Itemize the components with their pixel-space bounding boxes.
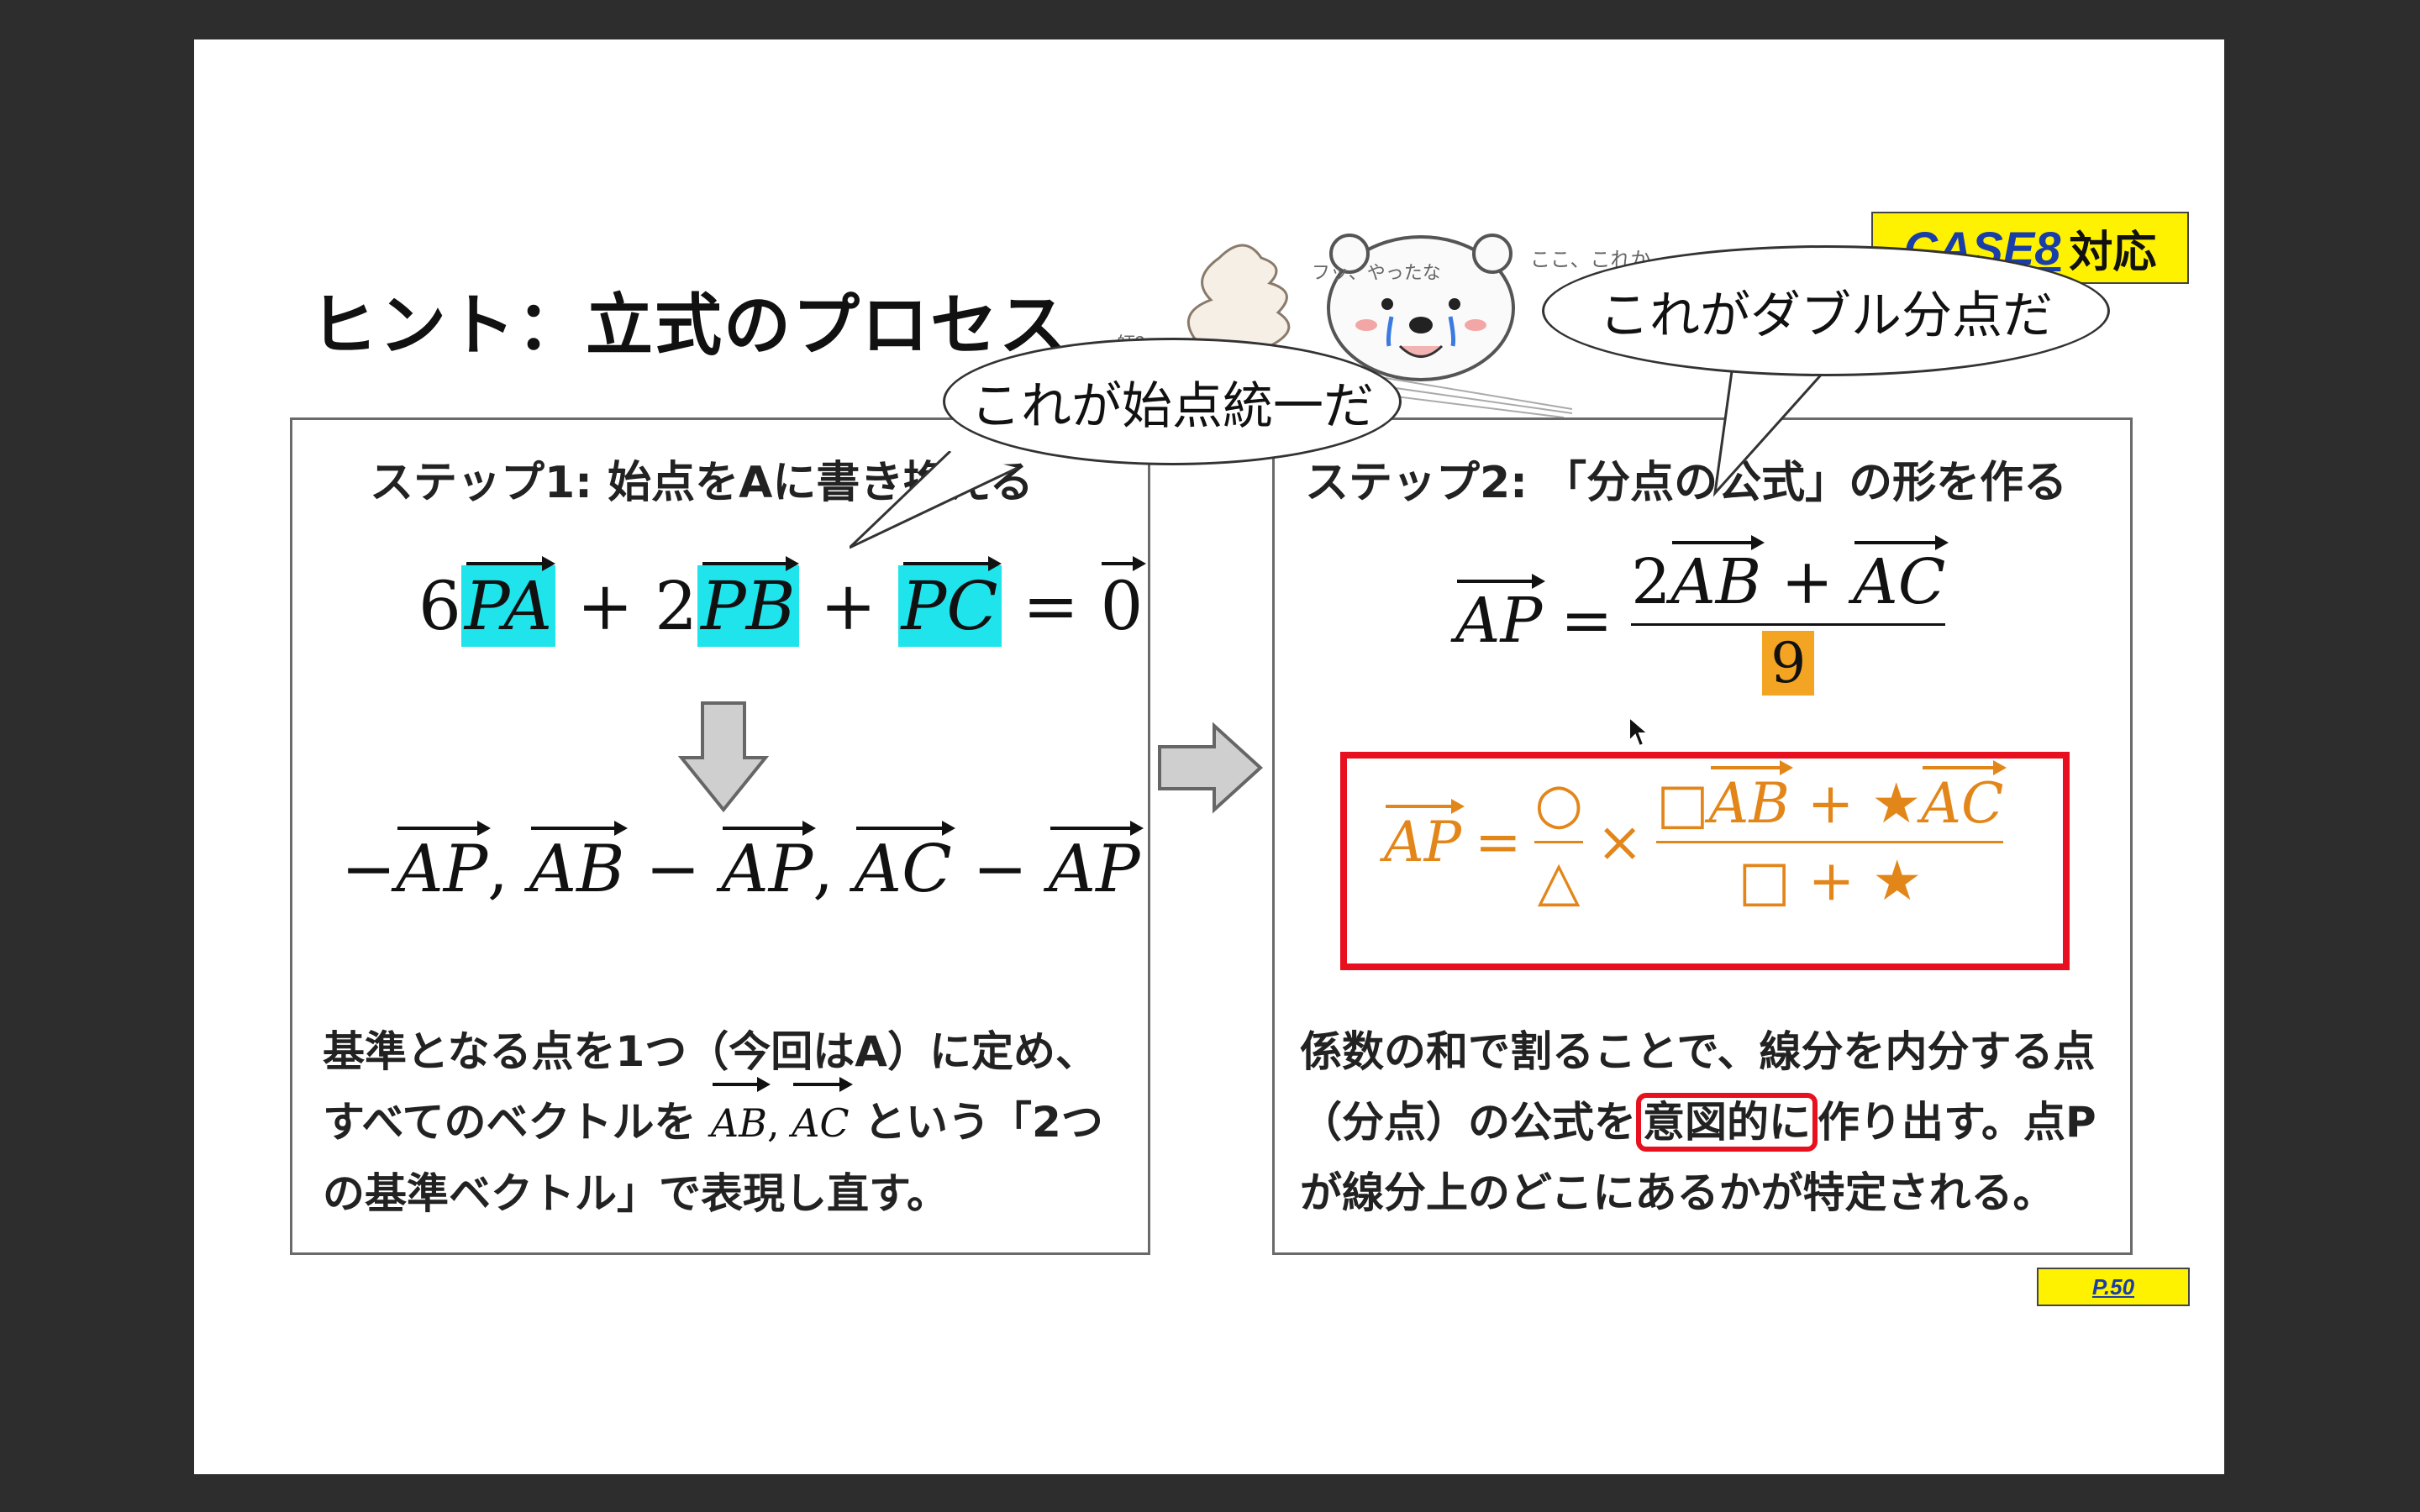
- g-times: ×: [1596, 810, 1644, 874]
- step2-panel: ステップ2: 「分点の公式」の形を作る AP = 2AB + AC 9 AP =…: [1272, 417, 2133, 1255]
- inline-sep: ,: [766, 1100, 780, 1146]
- rw-minus-1: −: [341, 832, 397, 907]
- f-fraction: 2AB + AC 9: [1631, 535, 1949, 696]
- step1-panel: ステップ1: 始点をAに書き換える 6PA + 2PB + PC = 0 −AP…: [290, 417, 1150, 1255]
- mouse-cursor-icon: [1628, 716, 1649, 748]
- right-arrow-icon: [1158, 722, 1263, 814]
- step2-formula: AP = 2AB + AC 9: [1455, 535, 1949, 696]
- inline-vectors: AB, AC: [711, 1077, 854, 1146]
- rw-ap-3: AP: [1048, 821, 1144, 907]
- f-ap: AP: [1455, 574, 1546, 657]
- g-square-2: □: [1738, 848, 1791, 913]
- sketch-note-1: フッ、やったな: [1312, 263, 1441, 284]
- g-frac-2: □AB + ★AC □ + ★: [1656, 760, 2007, 913]
- f-eq: =: [1560, 585, 1613, 657]
- bear-sketch-illustration: フッ、やったな フッ、やったな 師？→ ここ、これか: [1117, 234, 1651, 418]
- f-plus: +: [1781, 546, 1833, 618]
- speech-bubble-right: これがダブル分点だ: [1542, 245, 2110, 376]
- step2-text-line3: が線分上のどこにあるかが特定される。: [1300, 1168, 2055, 1217]
- rw-comma-1: ,: [487, 832, 508, 907]
- step1-text-line3: の基準ベクトル」で表現し直す。: [323, 1169, 949, 1218]
- step2-text-line1: 係数の和で割ることで、線分を内分する点: [1300, 1027, 2096, 1076]
- vec-zero: 0: [1100, 556, 1147, 645]
- g-plus-2: +: [1807, 848, 1855, 913]
- g-ab: AB: [1708, 760, 1794, 836]
- step2-explanation: 係数の和で割ることで、線分を内分する点 （分点）の公式を意図的に作り出す。点P …: [1300, 1016, 2115, 1228]
- eq-coef-6: 6: [418, 567, 461, 645]
- rw-ap-1: AP: [396, 821, 491, 907]
- g-star-2: ★: [1872, 848, 1923, 913]
- rw-ab: AB: [529, 821, 629, 907]
- intentional-highlight: 意図的に: [1636, 1093, 1818, 1152]
- g-triangle: △: [1537, 848, 1581, 913]
- step1-explanation: 基準となる点を1つ（今回はA）に定め、 すべてのベクトルを AB, AC という…: [323, 1016, 1129, 1229]
- step2-text-line2-a: （分点）の公式を: [1300, 1098, 1636, 1147]
- step1-rewrite: −AP, AB − AP, AC − AP: [341, 821, 1144, 907]
- g-star-1: ★: [1871, 771, 1922, 836]
- step2-text-line2-b: 作り出す。点P: [1818, 1098, 2096, 1147]
- step1-text-line2: すべてのベクトルを AB, AC という「2つ: [323, 1077, 1129, 1158]
- step2-text-line2: （分点）の公式を意図的に作り出す。点P: [1300, 1087, 2115, 1158]
- rw-minus-3: −: [972, 832, 1028, 907]
- case-suffix: 対応: [2069, 227, 2157, 278]
- step1-text-line2-b: という「2つ: [849, 1098, 1103, 1147]
- right-bubble-tail: [1712, 370, 1826, 497]
- g-plus-1: +: [1807, 771, 1854, 836]
- f-ac: AC: [1853, 535, 1949, 618]
- rw-comma-2: ,: [813, 832, 834, 907]
- rw-ac: AC: [854, 821, 955, 907]
- g-circle: ○: [1534, 771, 1583, 836]
- vec-pb: PB: [700, 556, 799, 645]
- general-formula: AP = ○ △ × □AB + ★AC □ + ★: [1384, 760, 2007, 913]
- g-eq: =: [1475, 810, 1522, 874]
- page-title: ヒント：立式のプロセス: [310, 286, 1068, 365]
- inline-vec-ac: AC: [792, 1077, 854, 1158]
- g-ap: AP: [1384, 799, 1465, 874]
- g-frac-1: ○ △: [1534, 771, 1583, 913]
- inline-vec-ab: AB: [711, 1077, 771, 1158]
- f-coef: 2: [1631, 546, 1671, 618]
- vec-pc: PC: [901, 556, 1002, 645]
- rw-ap-2: AP: [721, 821, 816, 907]
- step1-equation: 6PA + 2PB + PC = 0: [418, 556, 1147, 647]
- g-ac: AC: [1921, 760, 2007, 836]
- eq-op-plus2: + 2: [576, 567, 697, 645]
- slide: ヒント：立式のプロセス フッ、やったな フッ、やったな 師？→ ここ、これか C…: [194, 39, 2224, 1474]
- step1-text-line1: 基準となる点を1つ（今回はA）に定め、: [323, 1027, 1097, 1076]
- page-number: P.50: [2091, 1273, 2135, 1299]
- step2-heading: ステップ2: 「分点の公式」の形を作る: [1305, 458, 2068, 508]
- speech-bubble-left: これが始点統一だ: [943, 338, 1402, 465]
- left-bubble-tail: [850, 451, 1018, 549]
- g-square-1: □: [1656, 771, 1709, 836]
- down-arrow-icon: [677, 701, 770, 813]
- general-formula-frame: [1340, 752, 2070, 970]
- eq-equals: =: [1022, 567, 1080, 645]
- step1-text-line2-a: すべてのベクトルを: [323, 1098, 711, 1147]
- rw-minus-2: −: [645, 832, 701, 907]
- page-number-tag: P.50: [2037, 1268, 2190, 1306]
- eq-op-plus: +: [820, 567, 877, 645]
- f-ab: AB: [1670, 535, 1765, 618]
- vec-pa: PA: [464, 556, 556, 645]
- f-den-9: 9: [1762, 631, 1815, 696]
